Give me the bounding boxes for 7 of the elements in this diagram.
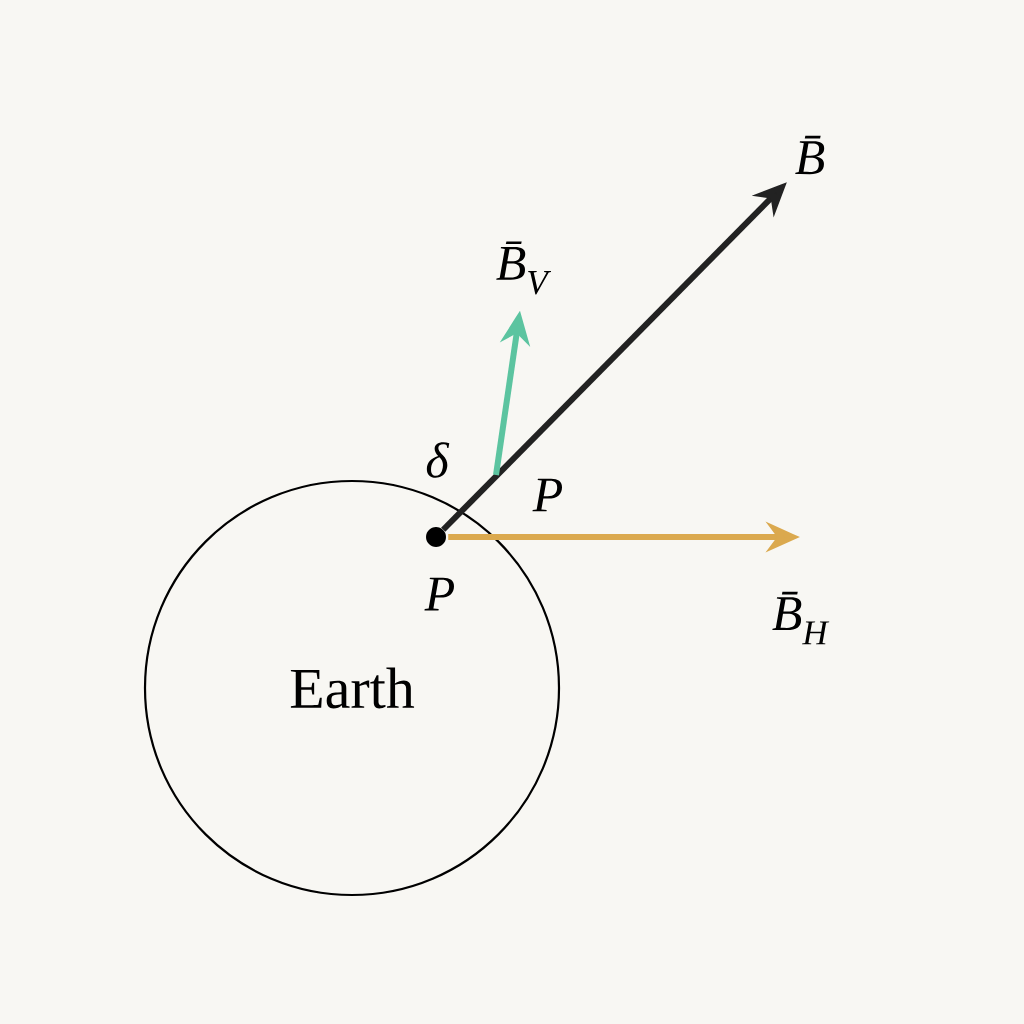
point-dot	[426, 527, 446, 547]
point-label: P	[424, 577, 454, 611]
vector-label: B̄$_{V}$	[496, 241, 552, 295]
vector-label: B̄	[795, 135, 825, 175]
vector-label: B̄$_{H}$	[772, 591, 830, 645]
point-label: P	[532, 478, 562, 512]
angle-label: δ	[426, 442, 450, 478]
